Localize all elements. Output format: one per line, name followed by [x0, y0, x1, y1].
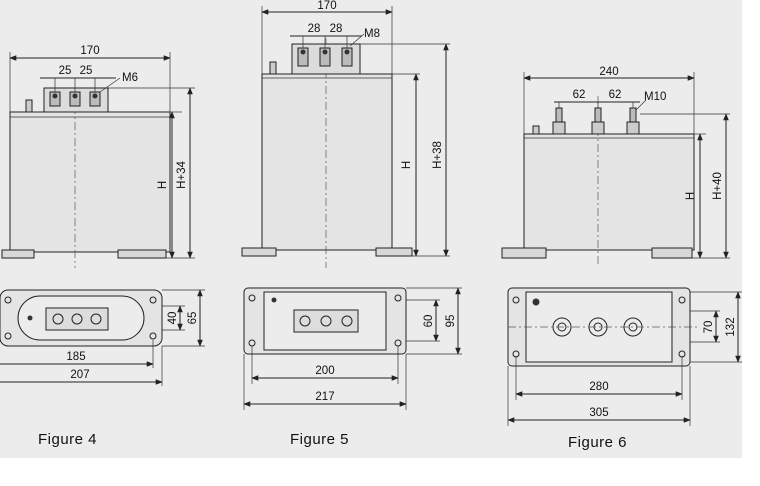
fig4-total-height: H+34: [176, 160, 188, 188]
fig4-base-width: 65: [187, 312, 199, 325]
fig4-hole-y: 40: [167, 312, 179, 325]
figure-6-caption: Figure 6: [568, 434, 627, 451]
figure-5-front-view: 170 28 28 M8 H H+38: [241, 0, 450, 268]
fig4-pitch-a: 25: [59, 65, 72, 77]
fig5-height: H: [401, 161, 413, 169]
fig5-pitch-b: 28: [330, 23, 343, 35]
fig4-base-length: 207: [70, 369, 89, 381]
figure-5: 170 28 28 M8 H H+38: [241, 0, 462, 448]
fig6-total-height: H+40: [712, 172, 724, 200]
fig5-total-height: H+38: [432, 141, 444, 169]
fig6-base-length: 305: [589, 407, 608, 419]
fig6-base-width: 132: [725, 317, 737, 336]
fig5-hole-y: 60: [423, 315, 435, 328]
figure-5-bottom-view: 60 95 200 217: [243, 287, 462, 410]
figure-6-front-view: 240 62 62 M10 H H+40: [501, 66, 730, 266]
fig4-thread: M6: [122, 72, 138, 84]
fig4-width-dim: 170: [80, 45, 99, 57]
fig5-width-dim: 170: [317, 0, 336, 12]
figure-6: 240 62 62 M10 H H+40: [501, 66, 742, 451]
fig5-thread: M8: [364, 28, 380, 40]
fig4-height: H: [157, 181, 169, 189]
fig5-hole-spacing: 200: [315, 365, 334, 377]
figure-6-bottom-view: 70 132 280 305: [507, 287, 742, 426]
fig6-width-dim: 240: [599, 66, 618, 78]
figure-5-caption: Figure 5: [290, 431, 349, 448]
fig5-base-length: 217: [315, 391, 334, 403]
figure-4: 170 25 25 M6 H H+34: [0, 45, 205, 448]
fig6-height: H: [685, 192, 697, 200]
figure-4-front-view: 170 25 25 M6 H H+34: [1, 45, 195, 268]
fig5-base-width: 95: [445, 315, 457, 328]
fig5-pitch-a: 28: [308, 23, 321, 35]
fig6-pitch-a: 62: [573, 89, 586, 101]
figure-4-bottom-view: 40 65 185 207: [0, 289, 205, 386]
fig6-pitch-b: 62: [609, 89, 622, 101]
figure-4-caption: Figure 4: [38, 431, 97, 448]
fig6-hole-y: 70: [703, 321, 715, 334]
fig6-hole-spacing: 280: [589, 381, 608, 393]
fig4-hole-spacing: 185: [66, 351, 85, 363]
fig6-thread: M10: [644, 91, 666, 103]
fig4-pitch-b: 25: [80, 65, 93, 77]
